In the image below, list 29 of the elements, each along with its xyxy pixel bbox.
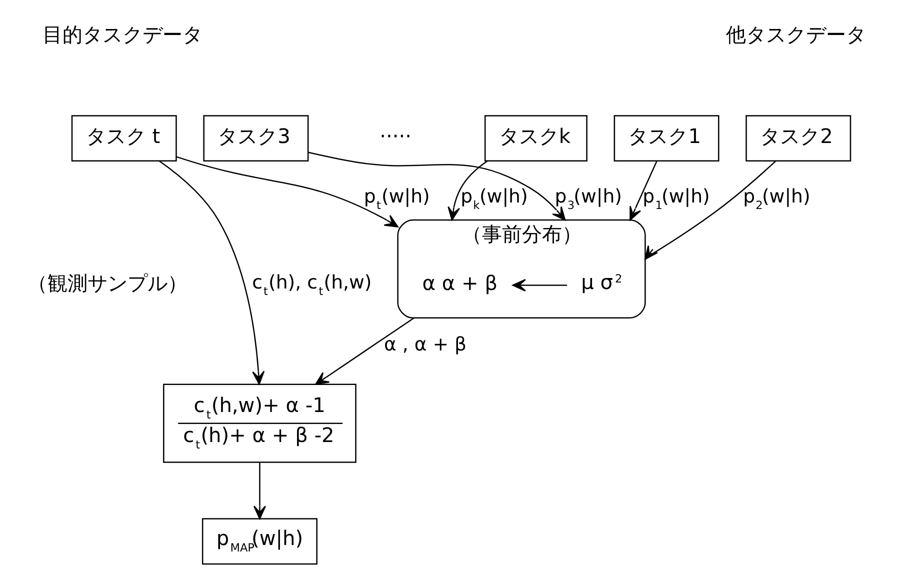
node-box: p$_{MAP}$(w|h): [202, 518, 318, 564]
node-box: c$_{t}$(h,w)+ α -1 c$_{t}$(h)+ α + β -2: [163, 383, 356, 462]
edge-label: c$_{t}$(h), c$_{t}$(h,w): [252, 272, 372, 298]
arrow: [253, 462, 266, 519]
arrow: [315, 316, 414, 384]
node-box: タスク1: [614, 114, 720, 162]
arrow: [644, 160, 776, 260]
arrow: [630, 160, 658, 220]
edge-label: p$_{t}$(w|h): [364, 186, 430, 212]
label: （観測サンプル）: [27, 270, 188, 295]
node-box: タスク3: [203, 114, 309, 162]
label: 他タスクデータ: [726, 22, 866, 46]
edge-label: p$_{1}$(w|h): [642, 186, 710, 212]
arrow: [448, 160, 488, 220]
edge-label: p$_{k}$(w|h): [460, 186, 528, 212]
edge-label: p$_{2}$(w|h): [743, 186, 810, 212]
arrow: [176, 156, 398, 227]
arrow: [158, 160, 265, 384]
node-text: μ σ$^{2}$: [581, 269, 622, 294]
arrow: [512, 278, 568, 292]
node-box: タスク t: [71, 114, 177, 162]
node-box: タスクk: [484, 114, 588, 162]
label: 目的タスクデータ: [42, 22, 202, 46]
label: ·····: [380, 124, 412, 148]
node-text: α α + β: [422, 270, 498, 295]
edge-label: p$_{3}$(w|h): [554, 186, 622, 212]
node-box: タスク2: [746, 114, 852, 162]
edge-label: α , α + β: [384, 334, 467, 356]
arrow: [308, 151, 566, 220]
